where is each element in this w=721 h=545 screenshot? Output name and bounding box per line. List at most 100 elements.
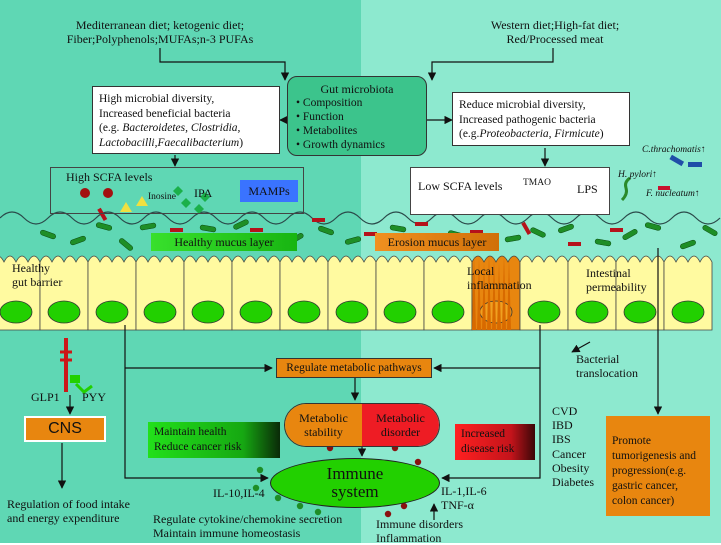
cell-nucleus xyxy=(575,300,609,324)
cell-nucleus xyxy=(191,300,225,324)
pathogen-rod xyxy=(250,228,263,232)
left-metabolites-panel xyxy=(50,167,304,214)
cytokine-dot xyxy=(384,510,392,518)
epithelial-cell xyxy=(615,255,665,331)
immune-line1: Immune xyxy=(326,464,384,483)
bacterium-rod xyxy=(199,224,217,233)
left-box-line2: Increased beneficial bacteria xyxy=(99,107,231,120)
diet-arrows xyxy=(159,48,554,125)
ipa-label: IPA xyxy=(194,186,213,200)
bacterium-rod xyxy=(139,222,157,231)
epithelial-cell xyxy=(423,255,473,331)
left-box-line1: High microbial diversity, xyxy=(99,93,215,105)
pathogen-rod xyxy=(312,218,325,222)
risk-line2: disease risk xyxy=(461,443,515,455)
disorder-line1: Metabolic xyxy=(376,411,425,425)
cell-nucleus xyxy=(0,300,33,324)
epithelial-cell xyxy=(231,255,281,331)
disease-item: Obesity xyxy=(552,460,590,475)
permeability-line2: permeability xyxy=(586,280,647,294)
cytokine-regulation-label: Regulate cytokine/chemokine secretion Ma… xyxy=(153,512,342,540)
cell-nucleus xyxy=(431,300,465,324)
c-trachomatis-text: C.thrachomatis↑ xyxy=(642,145,706,155)
il-right-line1: IL-1,IL-6 xyxy=(441,484,487,498)
flame xyxy=(487,254,491,330)
hub-list: • Composition• Function• Metabolites• Gr… xyxy=(296,96,418,152)
disease-item: Cancer xyxy=(552,446,586,461)
flame xyxy=(492,258,496,330)
right-box-line2: Increased pathogenic bacteria xyxy=(459,113,596,126)
cytokine-dot xyxy=(414,458,422,466)
food-line1: Regulation of food intake xyxy=(7,497,130,511)
box-to-metabolite-arrows xyxy=(170,148,550,167)
epithelial-cell xyxy=(279,255,329,331)
pathogen-rod xyxy=(470,230,483,234)
bacterium-rod xyxy=(233,219,249,230)
permeability-line1: Intestinal xyxy=(586,266,631,280)
right-box-line1: Reduce microbial diversity, xyxy=(459,99,586,111)
flow-arrows xyxy=(57,248,663,520)
left-diet-text: Mediterranean diet; ketogenic diet; Fibe… xyxy=(66,18,254,46)
hub-item: • Composition xyxy=(296,97,363,109)
pathogen-rod xyxy=(568,242,581,246)
bact-line1: Bacterial xyxy=(576,352,620,366)
left-metabolite-shapes xyxy=(80,186,210,214)
risk-line1: Increased xyxy=(461,428,506,440)
flame xyxy=(497,262,501,330)
cell-nucleus xyxy=(623,300,657,324)
bacterium-rod xyxy=(344,236,362,245)
regulate-text: Regulate metabolic pathways xyxy=(286,362,422,374)
bacterium-rod xyxy=(95,222,113,231)
healthy-mucus-text: Healthy mucus layer xyxy=(174,235,274,249)
c-trachomatis-shape xyxy=(669,154,702,167)
cell-nucleus xyxy=(239,300,273,324)
cell-nucleus xyxy=(143,300,177,324)
pathogen-rod xyxy=(415,222,428,226)
permeability-label: Intestinal permeability xyxy=(586,266,647,294)
epithelial-cell xyxy=(0,255,41,331)
erosion-mucus-text: Erosion mucus layer xyxy=(387,235,487,249)
immune-line2: system xyxy=(331,482,379,501)
epithelial-cell xyxy=(519,255,569,331)
pyy-label: PYY xyxy=(82,390,107,404)
tmao-label: TMAO xyxy=(523,178,551,188)
hub-item: • Metabolites xyxy=(296,125,358,137)
right-box-suffix: ) xyxy=(599,128,604,140)
bacterium-rod xyxy=(530,227,546,238)
pathogenic-bacteria-box: Reduce microbial diversity, Increased pa… xyxy=(452,92,630,146)
epithelial-cell xyxy=(87,255,137,331)
right-diet-text: Western diet;High-fat diet; Red/Processe… xyxy=(490,18,620,46)
tumorigenesis-box: Promote tumorigenesis and progression(e.… xyxy=(606,416,710,516)
pathogen-rod xyxy=(521,221,532,236)
right-box-prefix: (e.g. xyxy=(459,128,480,140)
epithelial-cell xyxy=(663,255,713,331)
bacterium-rod xyxy=(70,235,86,246)
bacterium-rod xyxy=(40,229,56,240)
bacterial-translocation-label: Bacterial translocation xyxy=(576,352,638,380)
bacterium-rod xyxy=(702,225,718,236)
food-regulation-label: Regulation of food intake and energy exp… xyxy=(7,497,130,525)
healthy-barrier-line1: Healthy xyxy=(12,261,50,275)
bacterium-rod xyxy=(119,238,133,251)
left-box-line4: Lactobacilli,Faecalibacterium) xyxy=(99,136,273,151)
regulate-pathways-box: Regulate metabolic pathways xyxy=(276,358,432,378)
reg-line2: Maintain immune homeostasis xyxy=(153,526,301,540)
pathogen-rod xyxy=(364,232,377,236)
flame xyxy=(472,254,476,330)
cell-nucleus xyxy=(95,300,129,324)
pathogen-rod xyxy=(610,228,623,232)
flame xyxy=(477,258,481,330)
il-left-label: IL-10,IL-4 xyxy=(213,486,265,500)
epithelial-cell xyxy=(327,255,377,331)
cytokine-dot xyxy=(256,466,264,474)
cell-nucleus xyxy=(287,300,321,324)
cytokine-dot xyxy=(400,502,408,510)
local-inflammation-label: Local inflammation xyxy=(467,264,532,292)
cytokine-dot xyxy=(274,494,282,502)
mamps-box: MAMPs xyxy=(240,180,298,202)
reg-line1: Regulate cytokine/chemokine secretion xyxy=(153,512,343,526)
hub-item: • Function xyxy=(296,111,344,123)
disease-item: IBD xyxy=(552,418,573,433)
flame xyxy=(482,262,486,330)
